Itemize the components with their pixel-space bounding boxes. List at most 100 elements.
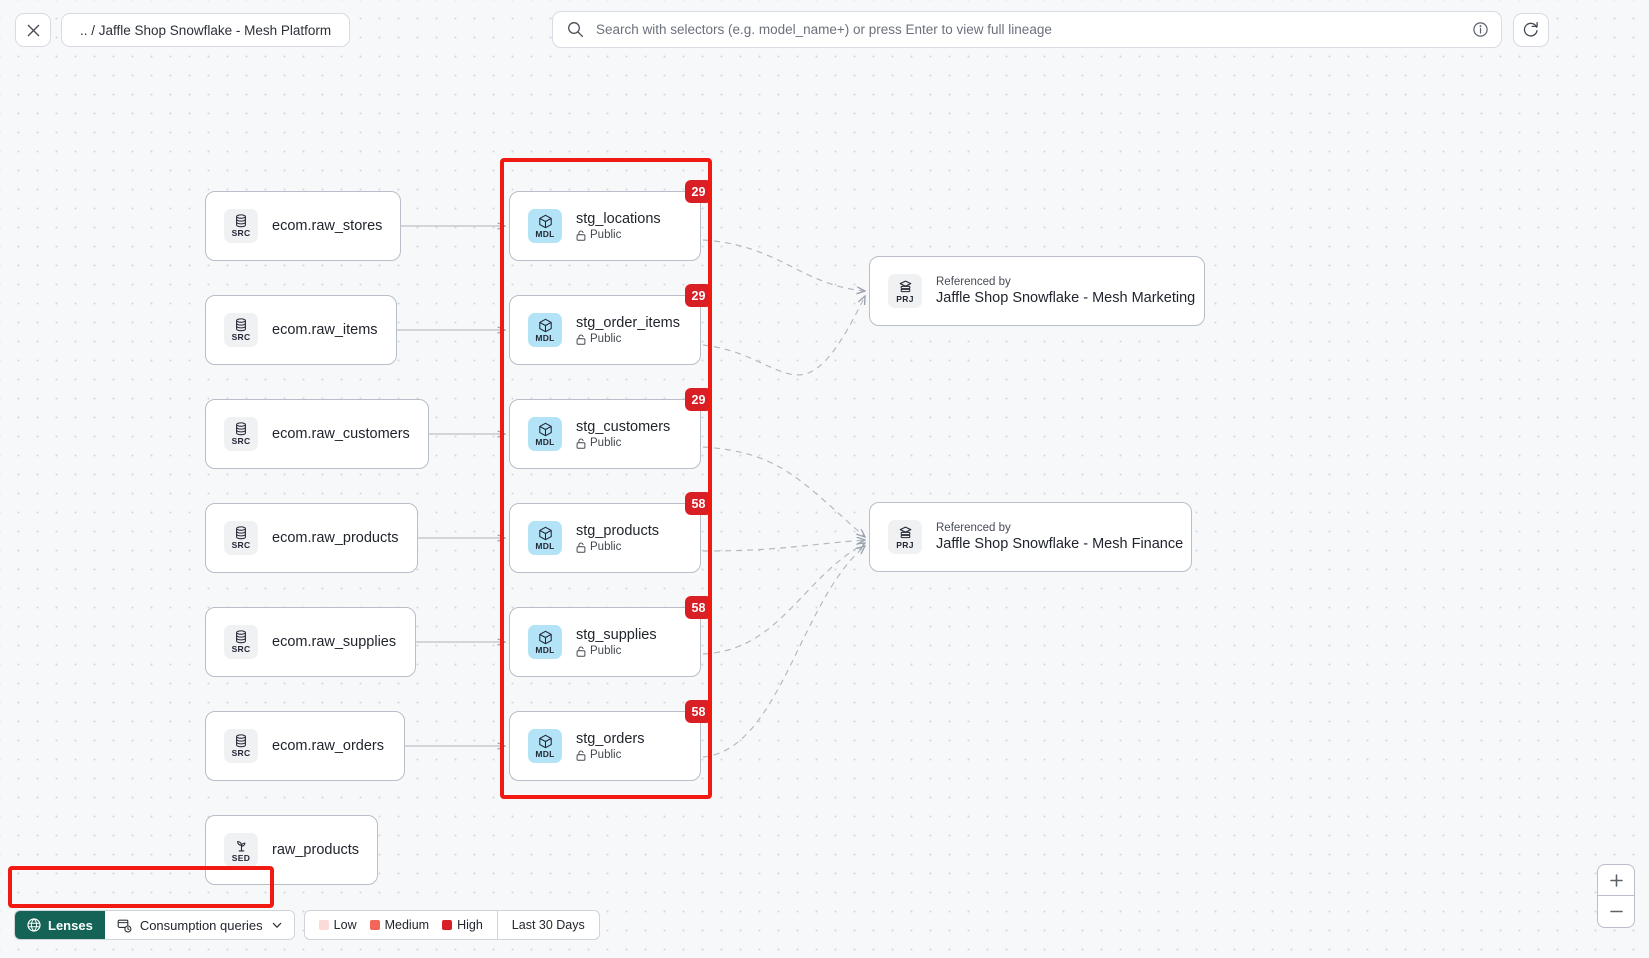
node-texts: ecom.raw_products xyxy=(272,530,399,546)
info-circle-icon[interactable] xyxy=(1472,21,1489,38)
node-type-label: SRC xyxy=(231,748,251,759)
node-type-chip: MDL xyxy=(528,313,562,347)
plus-icon xyxy=(1609,873,1623,887)
node-access: Public xyxy=(576,541,659,553)
close-button[interactable] xyxy=(15,13,51,47)
node-texts: ecom.raw_supplies xyxy=(272,634,396,650)
source-node-ecom-raw-products[interactable]: SRC ecom.raw_products xyxy=(205,503,418,573)
consumption-badge: 58 xyxy=(685,596,712,619)
lock-icon xyxy=(576,542,586,553)
node-type-label: SRC xyxy=(231,228,251,239)
node-title: stg_customers xyxy=(576,419,671,435)
breadcrumb-label: .. / Jaffle Shop Snowflake - Mesh Platfo… xyxy=(80,22,332,38)
node-texts: ecom.raw_items xyxy=(272,322,378,338)
search-input[interactable] xyxy=(584,22,1472,37)
node-title: Jaffle Shop Snowflake - Mesh Finance xyxy=(936,536,1184,552)
node-texts: ecom.raw_orders xyxy=(272,738,384,754)
lock-icon xyxy=(576,230,586,241)
time-period-button[interactable]: Last 30 Days xyxy=(496,911,599,939)
consumption-badge: 29 xyxy=(685,180,712,203)
cube-icon xyxy=(538,318,552,332)
consumption-badge: 58 xyxy=(685,700,712,723)
cube-icon xyxy=(538,734,552,748)
node-type-chip: SRC xyxy=(224,313,258,347)
legend-swatch xyxy=(442,920,453,930)
node-type-chip: SRC xyxy=(224,729,258,763)
node-title: Jaffle Shop Snowflake - Mesh Marketing xyxy=(936,290,1196,306)
source-node-ecom-raw-orders[interactable]: SRC ecom.raw_orders xyxy=(205,711,405,781)
zoom-in-button[interactable] xyxy=(1598,865,1634,896)
node-access-label: Public xyxy=(590,645,622,657)
node-title: ecom.raw_stores xyxy=(272,218,383,234)
project-node-jaffle-shop-snowflake-mesh-finance[interactable]: PRJ Referenced by Jaffle Shop Snowflake - … xyxy=(869,502,1192,572)
legend-label: Low xyxy=(333,918,357,932)
source-node-ecom-raw-supplies[interactable]: SRC ecom.raw_supplies xyxy=(205,607,416,677)
lock-icon xyxy=(576,750,586,761)
node-type-label: SRC xyxy=(231,436,251,447)
node-eyebrow: Referenced by xyxy=(936,276,1011,288)
source-node-ecom-raw-items[interactable]: SRC ecom.raw_items xyxy=(205,295,397,365)
database-icon xyxy=(236,734,246,748)
cube-icon xyxy=(538,630,552,644)
node-type-chip: MDL xyxy=(528,625,562,659)
node-type-chip: MDL xyxy=(528,729,562,763)
project-box-icon xyxy=(899,280,911,292)
node-type-label: SRC xyxy=(231,644,251,655)
close-icon xyxy=(27,24,39,36)
node-type-label: MDL xyxy=(535,748,555,759)
consumption-queries-dropdown[interactable]: Consumption queries xyxy=(104,911,294,939)
node-title: stg_order_items xyxy=(576,315,680,331)
node-type-label: MDL xyxy=(535,540,555,551)
zoom-controls xyxy=(1597,864,1635,928)
node-type-label: PRJ xyxy=(896,293,914,304)
minus-icon xyxy=(1609,910,1623,913)
lock-icon xyxy=(576,334,586,345)
legend-label: Medium xyxy=(384,918,430,932)
refresh-button[interactable] xyxy=(1513,13,1549,47)
node-texts: raw_products xyxy=(272,842,359,858)
breadcrumb[interactable]: .. / Jaffle Shop Snowflake - Mesh Platfo… xyxy=(61,13,351,47)
lenses-button[interactable]: Lenses xyxy=(15,911,105,939)
lens-icon xyxy=(27,918,41,932)
node-title: ecom.raw_supplies xyxy=(272,634,397,650)
project-node-jaffle-shop-snowflake-mesh-marketing[interactable]: PRJ Referenced by Jaffle Shop Snowflake - … xyxy=(869,256,1205,326)
node-access-label: Public xyxy=(590,333,622,345)
node-access: Public xyxy=(576,437,670,449)
consumption-badge: 29 xyxy=(685,284,712,307)
node-type-label: SRC xyxy=(231,540,251,551)
lock-icon xyxy=(576,646,586,657)
database-icon xyxy=(236,630,246,644)
source-node-ecom-raw-stores[interactable]: SRC ecom.raw_stores xyxy=(205,191,401,261)
search-bar[interactable] xyxy=(552,11,1502,48)
node-access: Public xyxy=(576,749,645,761)
lock-icon xyxy=(576,438,586,449)
node-texts: Referenced by Jaffle Shop Snowflake - Mes… xyxy=(936,276,1195,306)
node-eyebrow: Referenced by xyxy=(936,522,1011,534)
node-type-label: PRJ xyxy=(896,539,914,550)
project-box-icon xyxy=(899,526,911,538)
cube-icon xyxy=(538,526,552,540)
node-type-chip: PRJ xyxy=(888,520,922,554)
node-type-chip: SRC xyxy=(224,521,258,555)
node-access-label: Public xyxy=(590,229,622,241)
zoom-out-button[interactable] xyxy=(1598,896,1634,927)
node-texts: Referenced by Jaffle Shop Snowflake - Mes… xyxy=(936,522,1183,552)
database-icon xyxy=(236,526,246,540)
cube-icon xyxy=(538,422,552,436)
